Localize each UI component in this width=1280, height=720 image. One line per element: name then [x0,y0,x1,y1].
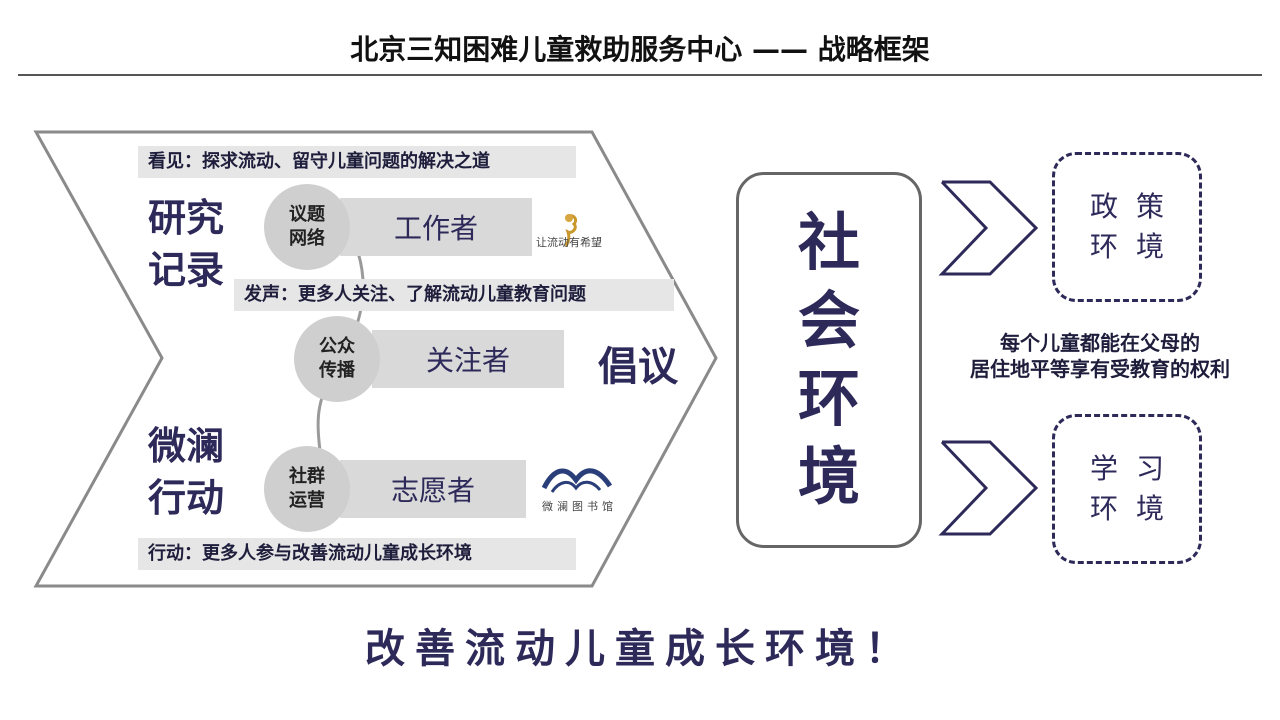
circle-line: 网络 [289,228,325,249]
note-line: 每个儿童都能在父母的 [1000,331,1200,355]
label-research: 研究 记录 [148,192,224,296]
label-weilan-line1: 微澜 [148,424,225,468]
hope-logo-icon [564,214,578,247]
circle-line: 社群 [289,466,325,487]
social-char: 会 [797,284,860,357]
circle-line: 运营 [289,490,325,511]
circle-line: 公众 [319,336,355,357]
social-char: 社 [797,206,860,279]
weilan-logo-text: 微澜图书馆 [542,500,617,513]
arrow-chevron-top [938,180,1039,276]
target-line: 环境 [1089,230,1182,263]
target-line: 政策 [1089,190,1182,223]
hope-logo-text: 让流动有希望 [536,236,602,249]
learning-environment-box: 学习 环境 [1052,414,1202,564]
circle-public-communication: 公众 传播 [294,316,380,402]
banner-act: 行动：更多人参与改善流动儿童成长环境 [138,538,576,570]
title-divider [18,74,1262,76]
banner-voice: 发声：更多人关注、了解流动儿童教育问题 [234,279,674,311]
target-line: 环境 [1089,492,1182,525]
circle-community-operation: 社群 运营 [264,446,350,532]
policy-environment-box: 政策 环境 [1052,152,1202,302]
circle-issue-network: 议题 网络 [264,184,350,270]
role-bar-follower: 关注者 [372,330,564,388]
social-char: 环 [797,362,860,435]
role-bar-worker: 工作者 [340,198,532,256]
slogan: 改善流动儿童成长环境！ [365,626,915,672]
banner-see: 看见：探求流动、留守儿童问题的解决之道 [138,146,576,178]
social-environment-box: 社 会 环 境 [736,172,922,548]
label-research-line2: 记录 [148,248,225,292]
role-bar-volunteer: 志愿者 [340,460,526,518]
label-advocacy: 倡议 [598,344,678,390]
label-weilan: 微澜 行动 [148,420,224,524]
note-line: 居住地平等享有受教育的权利 [970,357,1230,381]
hope-logo: 让流动有希望 [536,212,602,252]
social-char: 境 [797,440,860,513]
circle-line: 传播 [319,360,355,381]
weilan-library-logo: 微澜图书馆 [540,458,614,518]
page-title: 北京三知困难儿童救助服务中心 —— 战略框架 [350,33,930,66]
rights-note: 每个儿童都能在父母的 居住地平等享有受教育的权利 [940,330,1260,382]
target-line: 学习 [1089,452,1182,485]
weilan-wave-icon [541,468,613,493]
circle-line: 议题 [289,204,325,225]
label-weilan-line2: 行动 [148,476,225,520]
arrow-chevron-bottom [938,440,1039,536]
label-research-line1: 研究 [148,196,225,240]
